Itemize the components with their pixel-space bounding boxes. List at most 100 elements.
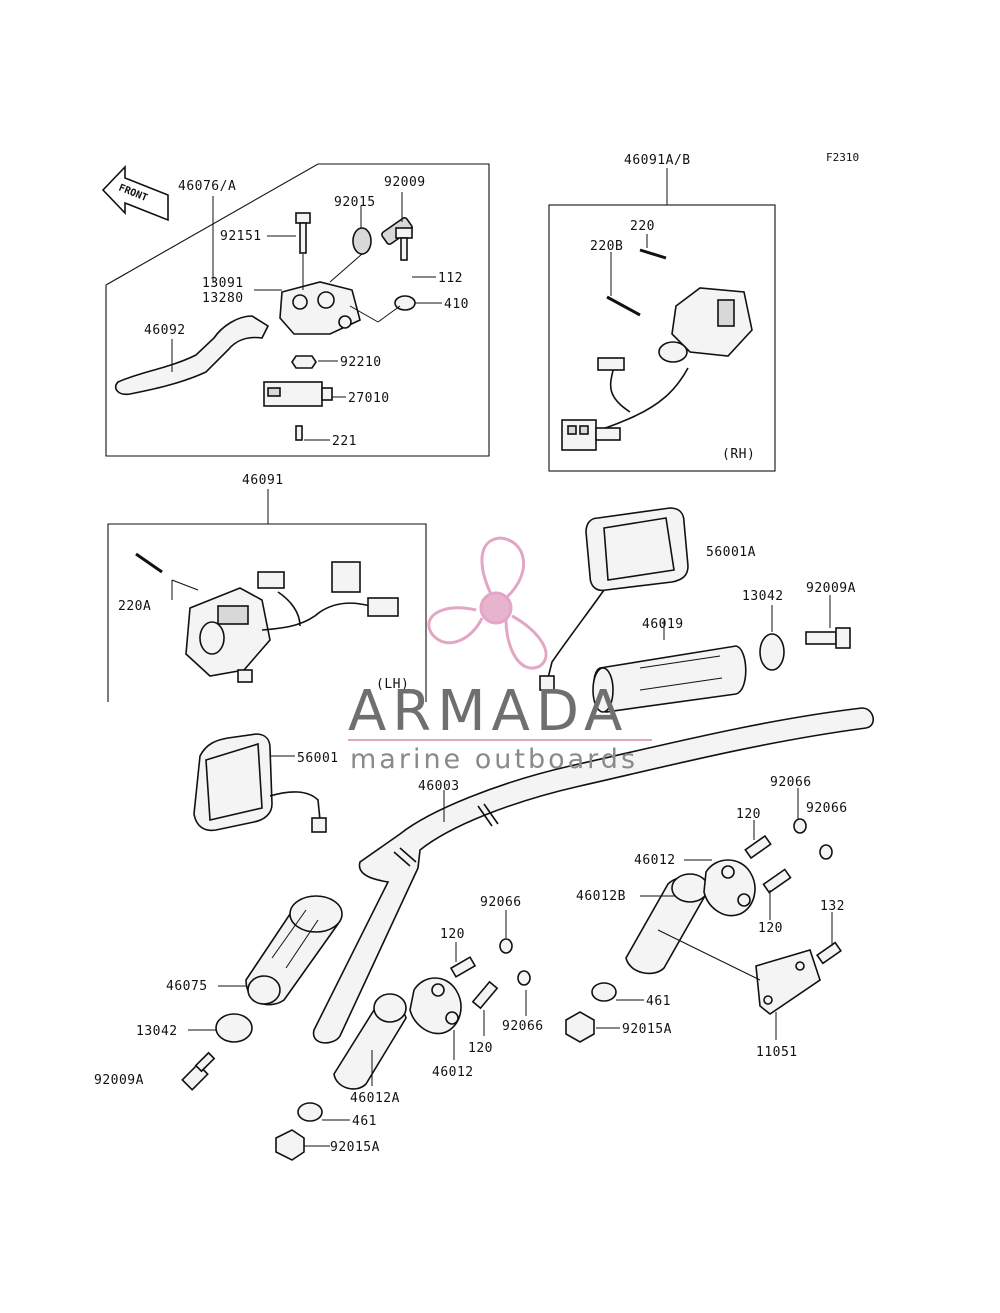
washer-92066-right-a-part xyxy=(793,818,807,834)
left-mirror-part xyxy=(193,733,327,833)
clutch-lever-part xyxy=(114,315,270,396)
label-92210: 92210 xyxy=(340,355,382,370)
label-46012-right: 46012 xyxy=(634,853,676,868)
bolt-132-part xyxy=(816,941,842,965)
bolt-right-120b-part xyxy=(762,868,792,894)
label-46012a: 46012A xyxy=(350,1091,400,1106)
label-410: 410 xyxy=(444,297,469,312)
watermark-title: ARMADA xyxy=(348,679,628,744)
bar-end-weight-right-part xyxy=(759,633,785,671)
label-46076a: 46076/A xyxy=(178,179,236,194)
lever-assembly-box xyxy=(105,163,490,457)
label-120-a: 120 xyxy=(736,807,761,822)
figure-code: F2310 xyxy=(826,151,859,164)
bracket-11051-part xyxy=(755,949,821,1015)
nut-92015a-right-part xyxy=(565,1011,595,1043)
front-arrow-icon: FRONT xyxy=(101,165,169,222)
label-46091ab: 46091A/B xyxy=(624,153,691,168)
rh-main-connector-part xyxy=(561,419,621,451)
label-rh: (RH) xyxy=(722,447,755,462)
label-11051: 11051 xyxy=(756,1045,798,1060)
washer-461-left-part xyxy=(297,1102,323,1122)
label-92066-c: 92066 xyxy=(480,895,522,910)
label-92015a-left: 92015A xyxy=(330,1140,380,1155)
propeller-logo-icon xyxy=(427,536,548,670)
label-220b: 220B xyxy=(590,239,623,254)
label-46091: 46091 xyxy=(242,473,284,488)
label-13280: 13280 xyxy=(202,291,244,306)
right-mirror-part xyxy=(539,507,689,691)
rh-switch-housing-part xyxy=(658,287,753,363)
label-46075: 46075 xyxy=(166,979,208,994)
label-461-left: 461 xyxy=(352,1114,377,1129)
label-13091: 13091 xyxy=(202,276,244,291)
label-221: 221 xyxy=(332,434,357,449)
watermark: ARMADA marine outboards xyxy=(348,536,652,775)
lh-main-connector-part xyxy=(331,561,399,617)
label-92151: 92151 xyxy=(220,229,262,244)
holder-right-46012-part xyxy=(703,859,756,917)
holder-left-46012-part xyxy=(409,977,462,1035)
label-92066-b: 92066 xyxy=(806,801,848,816)
bar-end-bolt-left-part xyxy=(181,1051,216,1091)
bolt-left-120-part xyxy=(449,956,477,978)
label-92015a-right: 92015A xyxy=(622,1022,672,1037)
washer-92066-left-a-part xyxy=(499,938,513,954)
bolt-left-120b-part xyxy=(471,980,499,1010)
label-13042-right: 13042 xyxy=(742,589,784,604)
label-120-c: 120 xyxy=(440,927,465,942)
clutch-switch-part xyxy=(263,381,333,407)
label-92009a-right: 92009A xyxy=(806,581,856,596)
label-lh: (LH) xyxy=(376,677,409,692)
rh-screw-220b-part xyxy=(606,295,641,317)
label-92009: 92009 xyxy=(384,175,426,190)
washer-461-right-part xyxy=(591,982,617,1002)
label-120-d: 120 xyxy=(468,1041,493,1056)
lh-switch-housing-part xyxy=(185,587,271,683)
bolt-right-120-part xyxy=(744,834,772,860)
label-132: 132 xyxy=(820,899,845,914)
bar-end-bolt-right-part xyxy=(805,627,851,649)
bar-end-weight-left-part xyxy=(215,1013,253,1043)
right-grip-part xyxy=(592,645,747,713)
pivot-bolt-part xyxy=(295,212,311,254)
rh-small-connector-part xyxy=(597,357,625,371)
label-220: 220 xyxy=(630,219,655,234)
nut-92210-part xyxy=(291,355,317,369)
label-46092: 46092 xyxy=(144,323,186,338)
label-13042-left: 13042 xyxy=(136,1024,178,1039)
washer-92066-left-b-part xyxy=(517,970,531,986)
rh-harness-wire xyxy=(591,367,689,433)
screw-221-part xyxy=(295,425,303,441)
label-461-right: 461 xyxy=(646,994,671,1009)
label-220a: 220A xyxy=(118,599,151,614)
label-27010: 27010 xyxy=(348,391,390,406)
label-46012b: 46012B xyxy=(576,889,626,904)
label-92066-a: 92066 xyxy=(770,775,812,790)
lh-screw-220a-part xyxy=(135,552,163,574)
label-46012-left: 46012 xyxy=(432,1065,474,1080)
bolt-112-part xyxy=(395,227,413,261)
label-92009a-left: 92009A xyxy=(94,1073,144,1088)
label-46019: 46019 xyxy=(642,617,684,632)
lh-small-connector-part xyxy=(257,571,285,589)
label-112: 112 xyxy=(438,271,463,286)
lh-switch-box xyxy=(107,523,427,702)
label-56001: 56001 xyxy=(297,751,339,766)
label-92015: 92015 xyxy=(334,195,376,210)
washer-92066-right-b-part xyxy=(819,844,833,860)
label-92066-d: 92066 xyxy=(502,1019,544,1034)
watermark-subtitle: marine outboards xyxy=(350,744,638,775)
holder-right-46012b-part xyxy=(625,873,709,975)
label-120-b: 120 xyxy=(758,921,783,936)
label-46003: 46003 xyxy=(418,779,460,794)
rh-screw-220-part xyxy=(639,248,667,260)
adjuster-part xyxy=(352,227,372,255)
rh-switch-box xyxy=(548,204,776,472)
lh-harness-wire xyxy=(261,602,371,631)
holder-left-46012a-part xyxy=(333,993,407,1090)
part-number-labels: 46076/A 92009 92015 92151 13091 13280 11… xyxy=(94,153,856,1155)
handlebar-part xyxy=(312,707,874,1044)
left-grip-part xyxy=(245,895,343,1006)
